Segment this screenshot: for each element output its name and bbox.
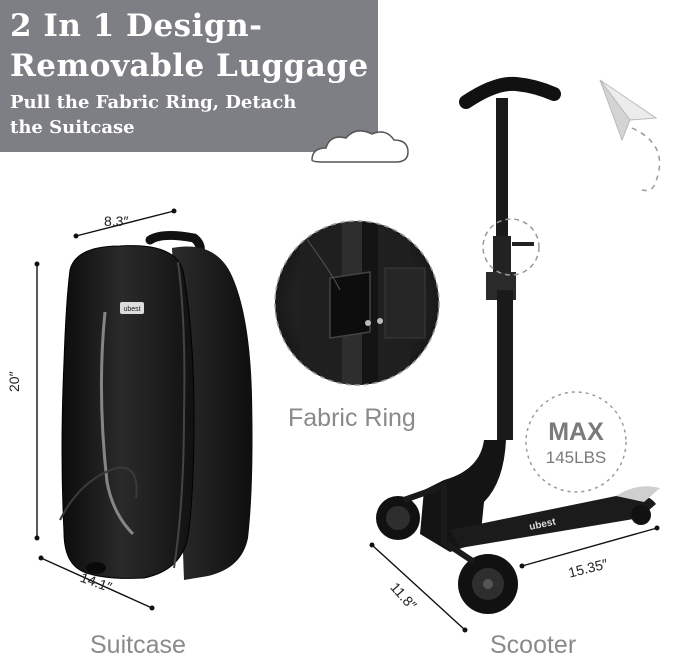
suitcase-height-dimension [34,261,40,541]
suitcase-label: Suitcase [90,631,186,659]
scooter-length-dimension [519,525,660,569]
suitcase-width-label: 8.3″ [104,213,129,229]
cloud-icon [311,130,409,163]
suitcase-height-label: 20″ [6,371,22,392]
max-load-badge [525,391,627,493]
suitcase-image: ubest [59,230,253,580]
scooter-image: ubest [376,76,660,614]
banner-title: 2 In 1 Design- Removable Luggage [10,6,369,86]
banner-title-line2: Removable Luggage [10,48,369,84]
paper-plane-icon [599,79,661,192]
scooter-width-dimension [369,542,468,633]
banner-title-line1: 2 In 1 Design- [10,8,263,44]
suitcase-brand-tag [120,302,144,314]
banner-subtitle-line2: the Suitcase [10,117,135,138]
banner-subtitle-line1: Pull the Fabric Ring, Detach [10,92,297,113]
banner-subtitle: Pull the Fabric Ring, Detach the Suitcas… [10,90,296,140]
suitcase-depth-dimension [38,555,155,611]
max-badge-line1: MAX [548,418,604,446]
scooter-label: Scooter [490,631,577,659]
header-banner [0,0,378,152]
fabric-ring-zoom [274,220,440,386]
max-badge-line2: 145LBS [545,448,607,467]
fabric-ring-label: Fabric Ring [288,404,416,432]
suitcase-brand-text: ubest [123,306,140,313]
suitcase-width-dimension [73,208,177,239]
